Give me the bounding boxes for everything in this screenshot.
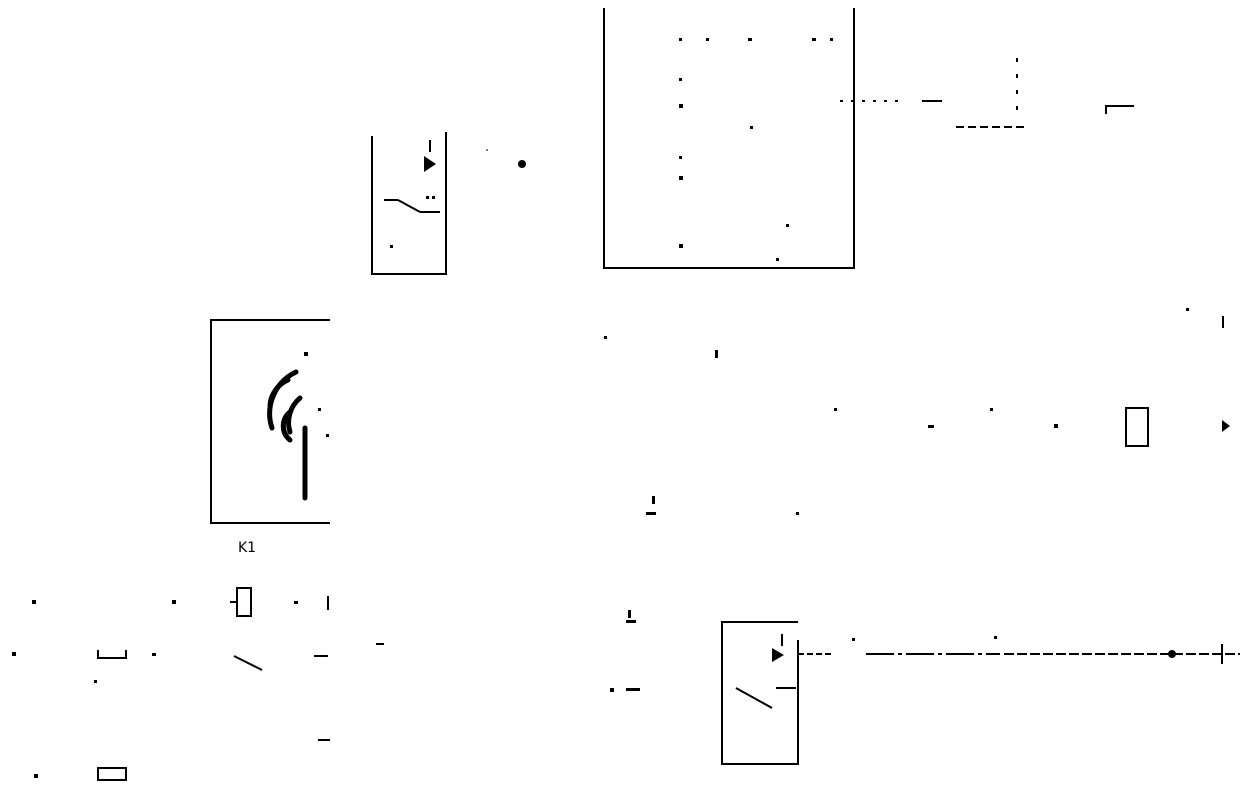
component-box-right[interactable]	[1125, 407, 1149, 447]
switch-contact-icon-bottom	[735, 687, 773, 709]
antenna-icon	[267, 369, 308, 501]
antenna-block[interactable]	[210, 319, 330, 524]
antenna-block-label: K1	[238, 540, 257, 556]
arrow-right-icon	[1222, 420, 1230, 432]
relay-arrow-icon-bottom	[772, 648, 784, 662]
relay-arrow-icon	[424, 156, 436, 172]
junction-dot	[518, 160, 526, 168]
fuse-icon	[97, 767, 127, 781]
switch-block-bottom[interactable]	[610, 621, 799, 765]
junction-dot-bottom	[1168, 650, 1176, 658]
terminal-icon-top-right	[1105, 105, 1134, 114]
wiring-bottom-right	[798, 644, 1240, 664]
wiring-top-right	[840, 58, 1028, 128]
symbols-bottom-left	[12, 587, 384, 781]
switch-block-top[interactable]	[371, 132, 447, 275]
wiring-middle	[604, 308, 1224, 623]
resistor-icon	[236, 587, 252, 617]
cup-icon	[97, 650, 127, 659]
large-block-top[interactable]	[603, 8, 855, 269]
